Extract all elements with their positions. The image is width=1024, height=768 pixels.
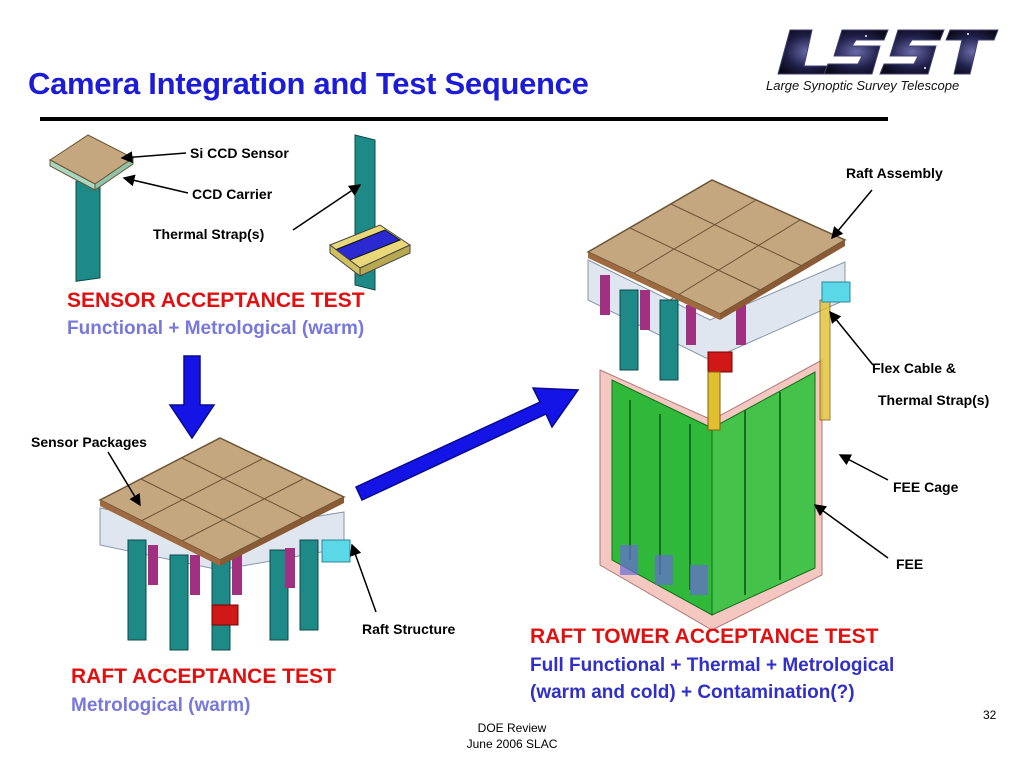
label-fee: FEE [896,556,924,572]
raft-test-heading: RAFT ACCEPTANCE TEST [71,665,336,688]
leader-si-ccd [120,151,187,164]
leader-raft-assembly [831,189,873,240]
sensor-package-art [49,134,134,282]
title-underline [40,117,888,121]
label-thermal-straps: Thermal Strap(s) [153,226,265,242]
raft-tower-test-detail-1: Full Functional + Thermal + Metrological [530,655,895,676]
sensor-test-detail: Functional + Metrological (warm) [67,318,365,339]
label-raft-structure: Raft Structure [362,621,456,637]
leader-fee-cage [838,454,889,481]
label-flex-cable: Flex Cable & [872,360,957,376]
logo-tagline: Large Synoptic Survey Telescope [766,78,960,93]
footer-line-1: DOE Review [477,721,547,735]
raft-test-detail: Metrological (warm) [71,695,251,716]
raft-tower-art [586,179,851,631]
leader-sensor-packages [107,451,141,507]
raft-tower-test-detail-2: (warm and cold) + Contamination(?) [530,682,855,703]
page-number: 32 [983,708,997,722]
slide-title: Camera Integration and Test Sequence [28,66,589,101]
leader-raft-structure [349,543,377,613]
footer-line-2: June 2006 SLAC [466,737,558,751]
label-si-ccd-sensor: Si CCD Sensor [190,145,289,161]
leader-ccd-carrier [122,174,189,194]
label-fee-cage: FEE Cage [893,479,959,495]
thermal-strap-art [328,134,412,291]
lsst-logo [777,29,999,75]
label-sensor-packages: Sensor Packages [31,434,147,450]
flow-arrow-down [168,355,216,440]
leader-fee [813,504,889,559]
label-raft-assembly: Raft Assembly [846,165,943,181]
leader-thermal-strap [292,184,362,231]
label-flex-thermal-straps: Thermal Strap(s) [878,392,990,408]
sensor-test-heading: SENSOR ACCEPTANCE TEST [67,289,365,312]
label-ccd-carrier: CCD Carrier [192,186,273,202]
raft-tower-test-heading: RAFT TOWER ACCEPTANCE TEST [530,625,879,648]
raft-art [98,437,351,651]
flow-arrow-up-right [355,387,580,501]
leader-flex-cable [829,310,874,366]
